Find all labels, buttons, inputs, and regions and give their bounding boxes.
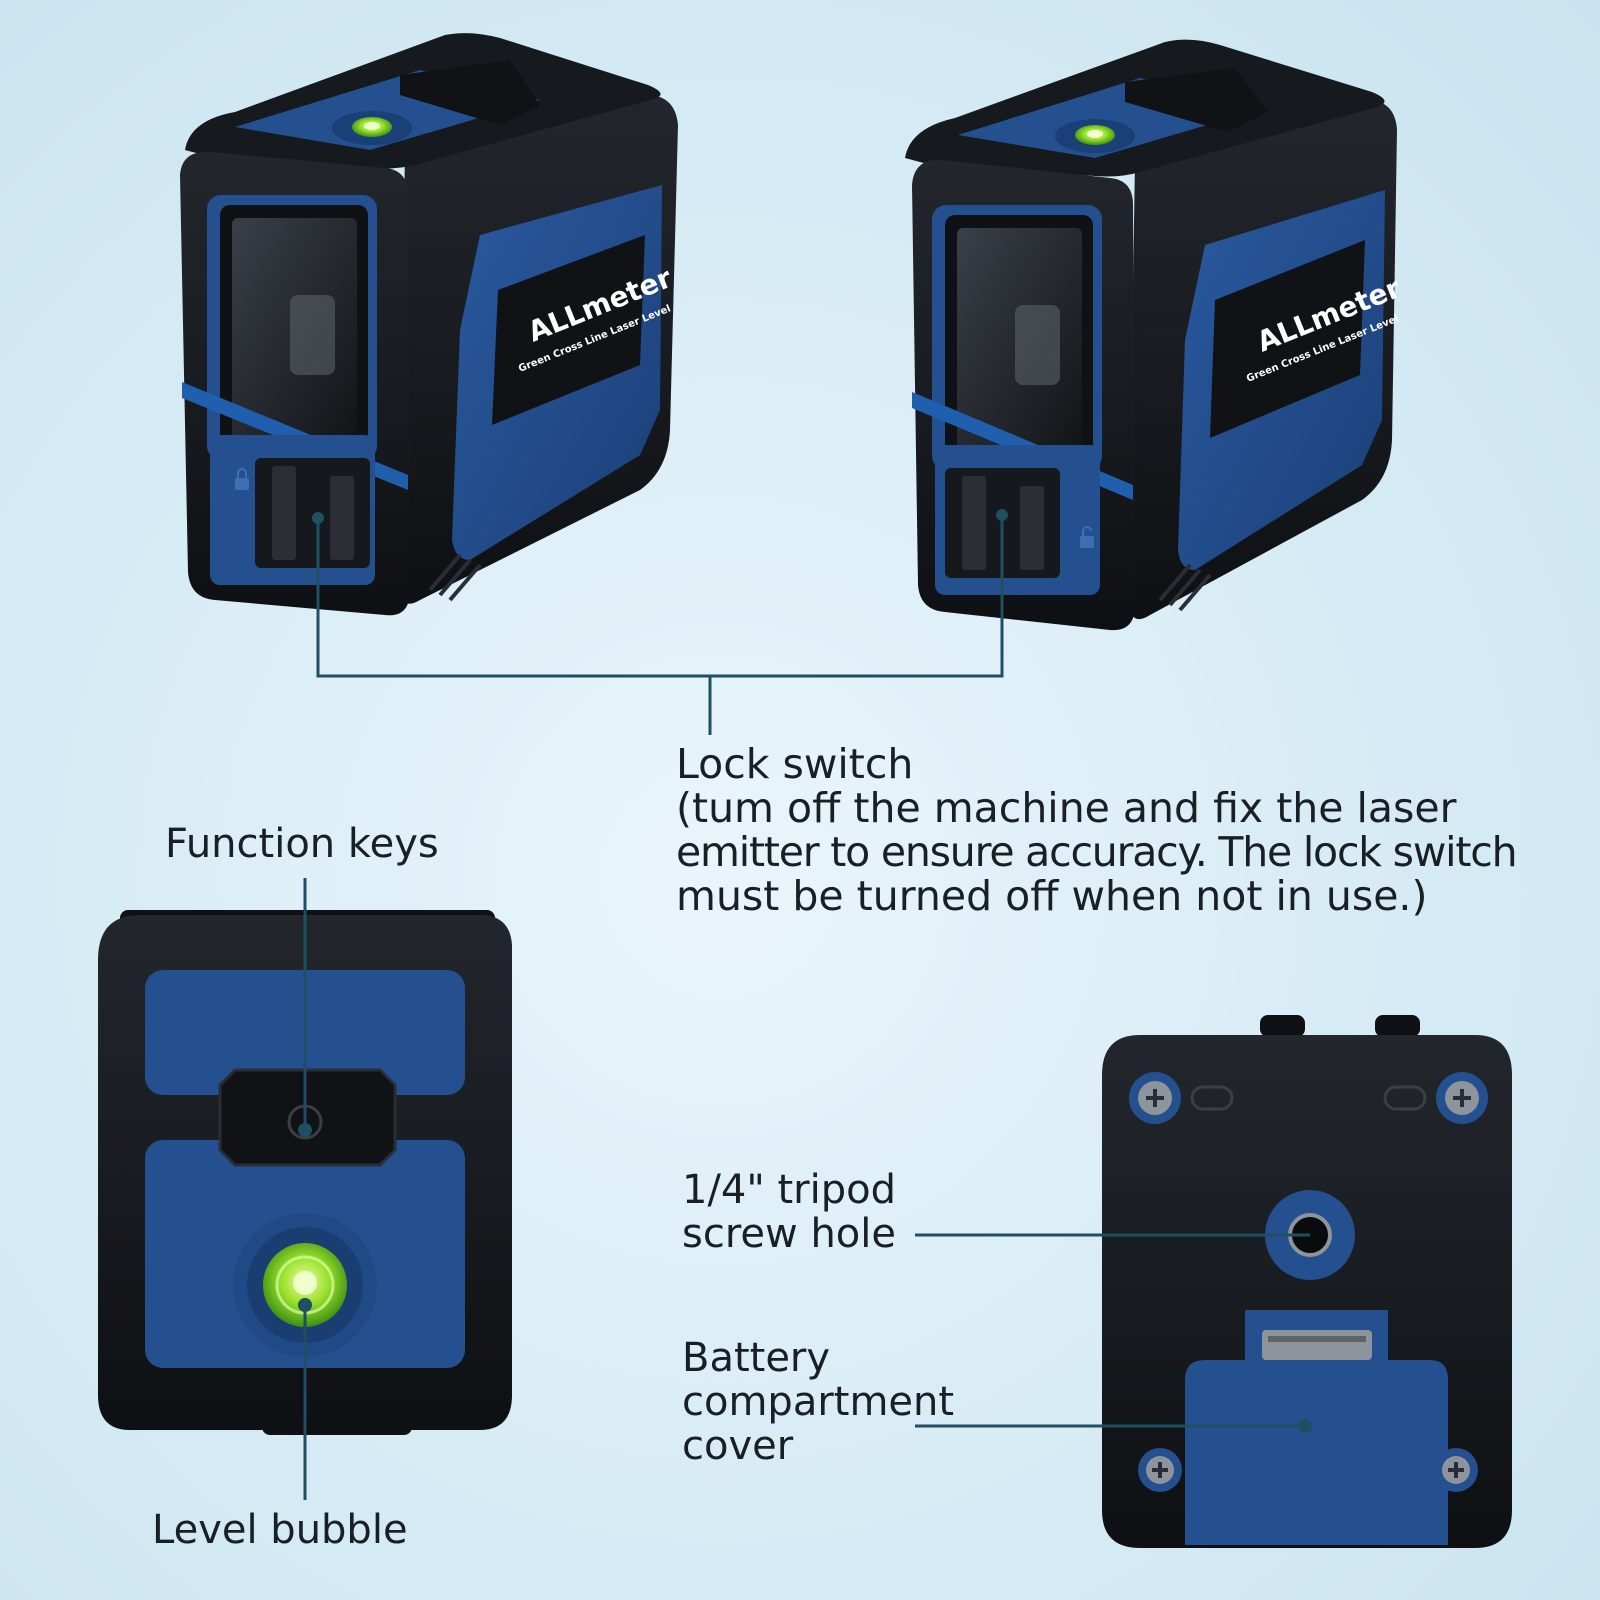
level-bubble-label: Level bubble [152, 1507, 408, 1553]
lock-icon-left [235, 468, 249, 490]
tripod-hole-callout: 1/4" tripod screw hole [682, 1168, 896, 1256]
battery-cover-line-2: compartment [682, 1379, 955, 1425]
tripod-hole-line-2: screw hole [682, 1211, 896, 1257]
battery-cover-line-1: Battery [682, 1335, 831, 1381]
lock-icon-right [1080, 526, 1094, 548]
lock-switch-title: Lock switch [676, 740, 914, 788]
battery-cover-line-3: cover [682, 1423, 794, 1469]
laser-level-bottom-view [1102, 1015, 1512, 1548]
battery-cover-callout: Battery compartment cover [682, 1336, 954, 1468]
lock-switch-callout: Lock switch (tum off the machine and fix… [676, 740, 1518, 920]
laser-level-front-left: ALLmeter Green Cross Line Laser Level [180, 33, 678, 616]
laser-level-top-view [98, 910, 512, 1435]
lock-switch-desc-line-2: emitter to ensure accuracy. The lock swi… [676, 828, 1518, 876]
function-keys-label: Function keys [165, 821, 439, 867]
callout-leader-lines [303, 515, 1310, 1500]
lock-switch-desc-line-1: (tum off the machine and fix the laser [676, 784, 1457, 832]
tripod-hole-line-1: 1/4" tripod [682, 1167, 896, 1213]
lock-switch-desc-line-3: must be turned off when not in use.) [676, 872, 1428, 920]
screw-icon [1129, 1072, 1181, 1124]
laser-level-front-right: ALLmeter Green Cross Line Laser Level [905, 39, 1405, 631]
